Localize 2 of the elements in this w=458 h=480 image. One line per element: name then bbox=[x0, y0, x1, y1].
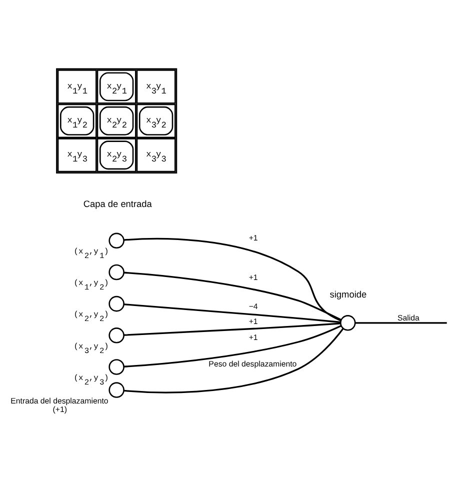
label: sigmoide bbox=[330, 290, 367, 300]
label: Capa de entrada bbox=[83, 198, 152, 209]
